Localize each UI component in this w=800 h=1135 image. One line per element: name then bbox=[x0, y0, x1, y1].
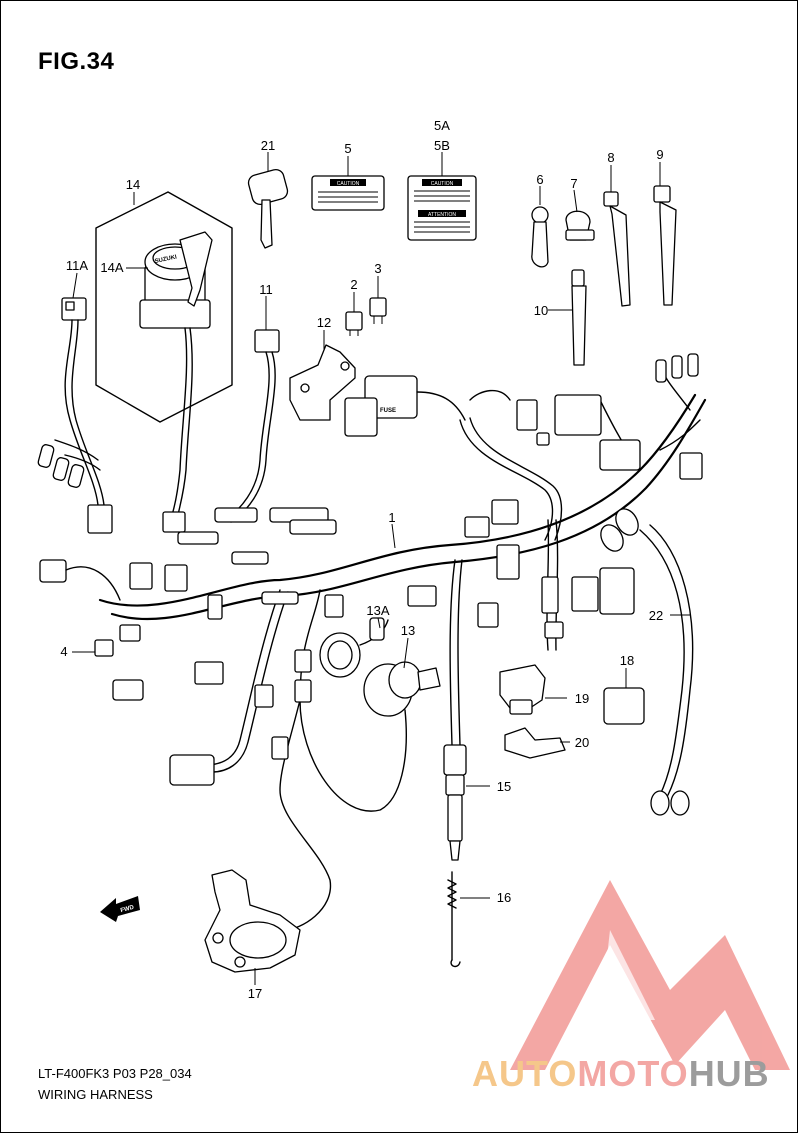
spring-16 bbox=[447, 871, 461, 968]
callout-8: 8 bbox=[607, 150, 614, 165]
caution-text: CAUTION bbox=[337, 181, 360, 187]
callout-1: 1 bbox=[388, 510, 395, 525]
callout-5a: 5A bbox=[434, 118, 450, 133]
caution-text-2: CAUTION bbox=[431, 181, 454, 187]
figure-title: FIG.34 bbox=[38, 48, 115, 75]
callout-15: 15 bbox=[497, 779, 511, 794]
bullet-terminals-left bbox=[37, 439, 101, 488]
caution-attention-label: CAUTION ATTENTION bbox=[407, 175, 477, 241]
sensor-17 bbox=[204, 869, 301, 973]
callout-5b: 5B bbox=[434, 138, 450, 153]
callout-18: 18 bbox=[620, 653, 634, 668]
model-code: LT-F400FK3 P03 P28_034 bbox=[38, 1066, 192, 1081]
figure-name: WIRING HARNESS bbox=[38, 1087, 153, 1102]
callout-3: 3 bbox=[374, 261, 381, 276]
callout-17: 17 bbox=[248, 986, 262, 1001]
watermark-logo bbox=[510, 880, 790, 1070]
callout-12: 12 bbox=[317, 315, 331, 330]
sensor-15 bbox=[443, 744, 467, 861]
watermark-auto: AUTO bbox=[472, 1053, 578, 1094]
bracket-20 bbox=[504, 727, 566, 759]
callout-13: 13 bbox=[401, 623, 415, 638]
socket-13a bbox=[319, 617, 389, 678]
callout-14a: 14A bbox=[100, 260, 123, 275]
connector-11 bbox=[224, 329, 280, 523]
callout-6: 6 bbox=[536, 172, 543, 187]
cable-22 bbox=[600, 508, 690, 816]
caution-label: CAUTION bbox=[311, 175, 385, 211]
clamp-6 bbox=[531, 206, 549, 268]
callout-13a: 13A bbox=[366, 603, 389, 618]
callout-5: 5 bbox=[344, 141, 351, 156]
callout-4: 4 bbox=[60, 644, 67, 659]
callout-7: 7 bbox=[570, 176, 577, 191]
bracket-12 bbox=[289, 344, 356, 421]
leader-lines bbox=[72, 152, 690, 985]
watermark-moto: MOTO bbox=[577, 1053, 689, 1094]
ignition-switch-kit-box bbox=[95, 191, 233, 423]
clamp-10 bbox=[571, 269, 587, 366]
callout-2: 2 bbox=[350, 277, 357, 292]
callout-numbers: 21 5 5A 5B 6 7 8 9 10 2 3 12 11 11A 14 1… bbox=[60, 118, 663, 1001]
forward-arrow-icon: FWD bbox=[100, 896, 140, 922]
fuse-holder: FUSE bbox=[344, 375, 466, 437]
fwd-text: FWD bbox=[120, 905, 135, 915]
callout-10: 10 bbox=[534, 303, 548, 318]
callout-19: 19 bbox=[575, 691, 589, 706]
callout-22: 22 bbox=[649, 608, 663, 623]
callout-11: 11 bbox=[259, 282, 273, 297]
callout-14: 14 bbox=[126, 177, 140, 192]
fuse-text: FUSE bbox=[380, 408, 396, 414]
clamp-7 bbox=[565, 210, 595, 241]
watermark-hub: HUB bbox=[688, 1053, 770, 1094]
clamp-9 bbox=[653, 185, 677, 306]
relay-19 bbox=[499, 664, 546, 715]
callout-20: 20 bbox=[575, 735, 589, 750]
callout-16: 16 bbox=[497, 890, 511, 905]
fuse-3 bbox=[369, 297, 387, 324]
callout-21: 21 bbox=[261, 138, 275, 153]
relay-18 bbox=[603, 687, 645, 725]
socket-13 bbox=[363, 661, 441, 717]
attention-text: ATTENTION bbox=[428, 212, 456, 218]
fuse-2 bbox=[345, 311, 363, 336]
clamp-8 bbox=[603, 191, 631, 307]
key bbox=[247, 169, 289, 249]
ignition-switch: SUZUKI bbox=[139, 231, 213, 533]
callout-9: 9 bbox=[656, 147, 663, 162]
watermark-text: AUTOMOTOHUB bbox=[472, 1053, 770, 1095]
brand-label: SUZUKI bbox=[154, 254, 177, 265]
harness-connectors bbox=[39, 353, 703, 786]
callout-11a: 11A bbox=[66, 258, 88, 273]
connector-11a bbox=[61, 297, 113, 534]
